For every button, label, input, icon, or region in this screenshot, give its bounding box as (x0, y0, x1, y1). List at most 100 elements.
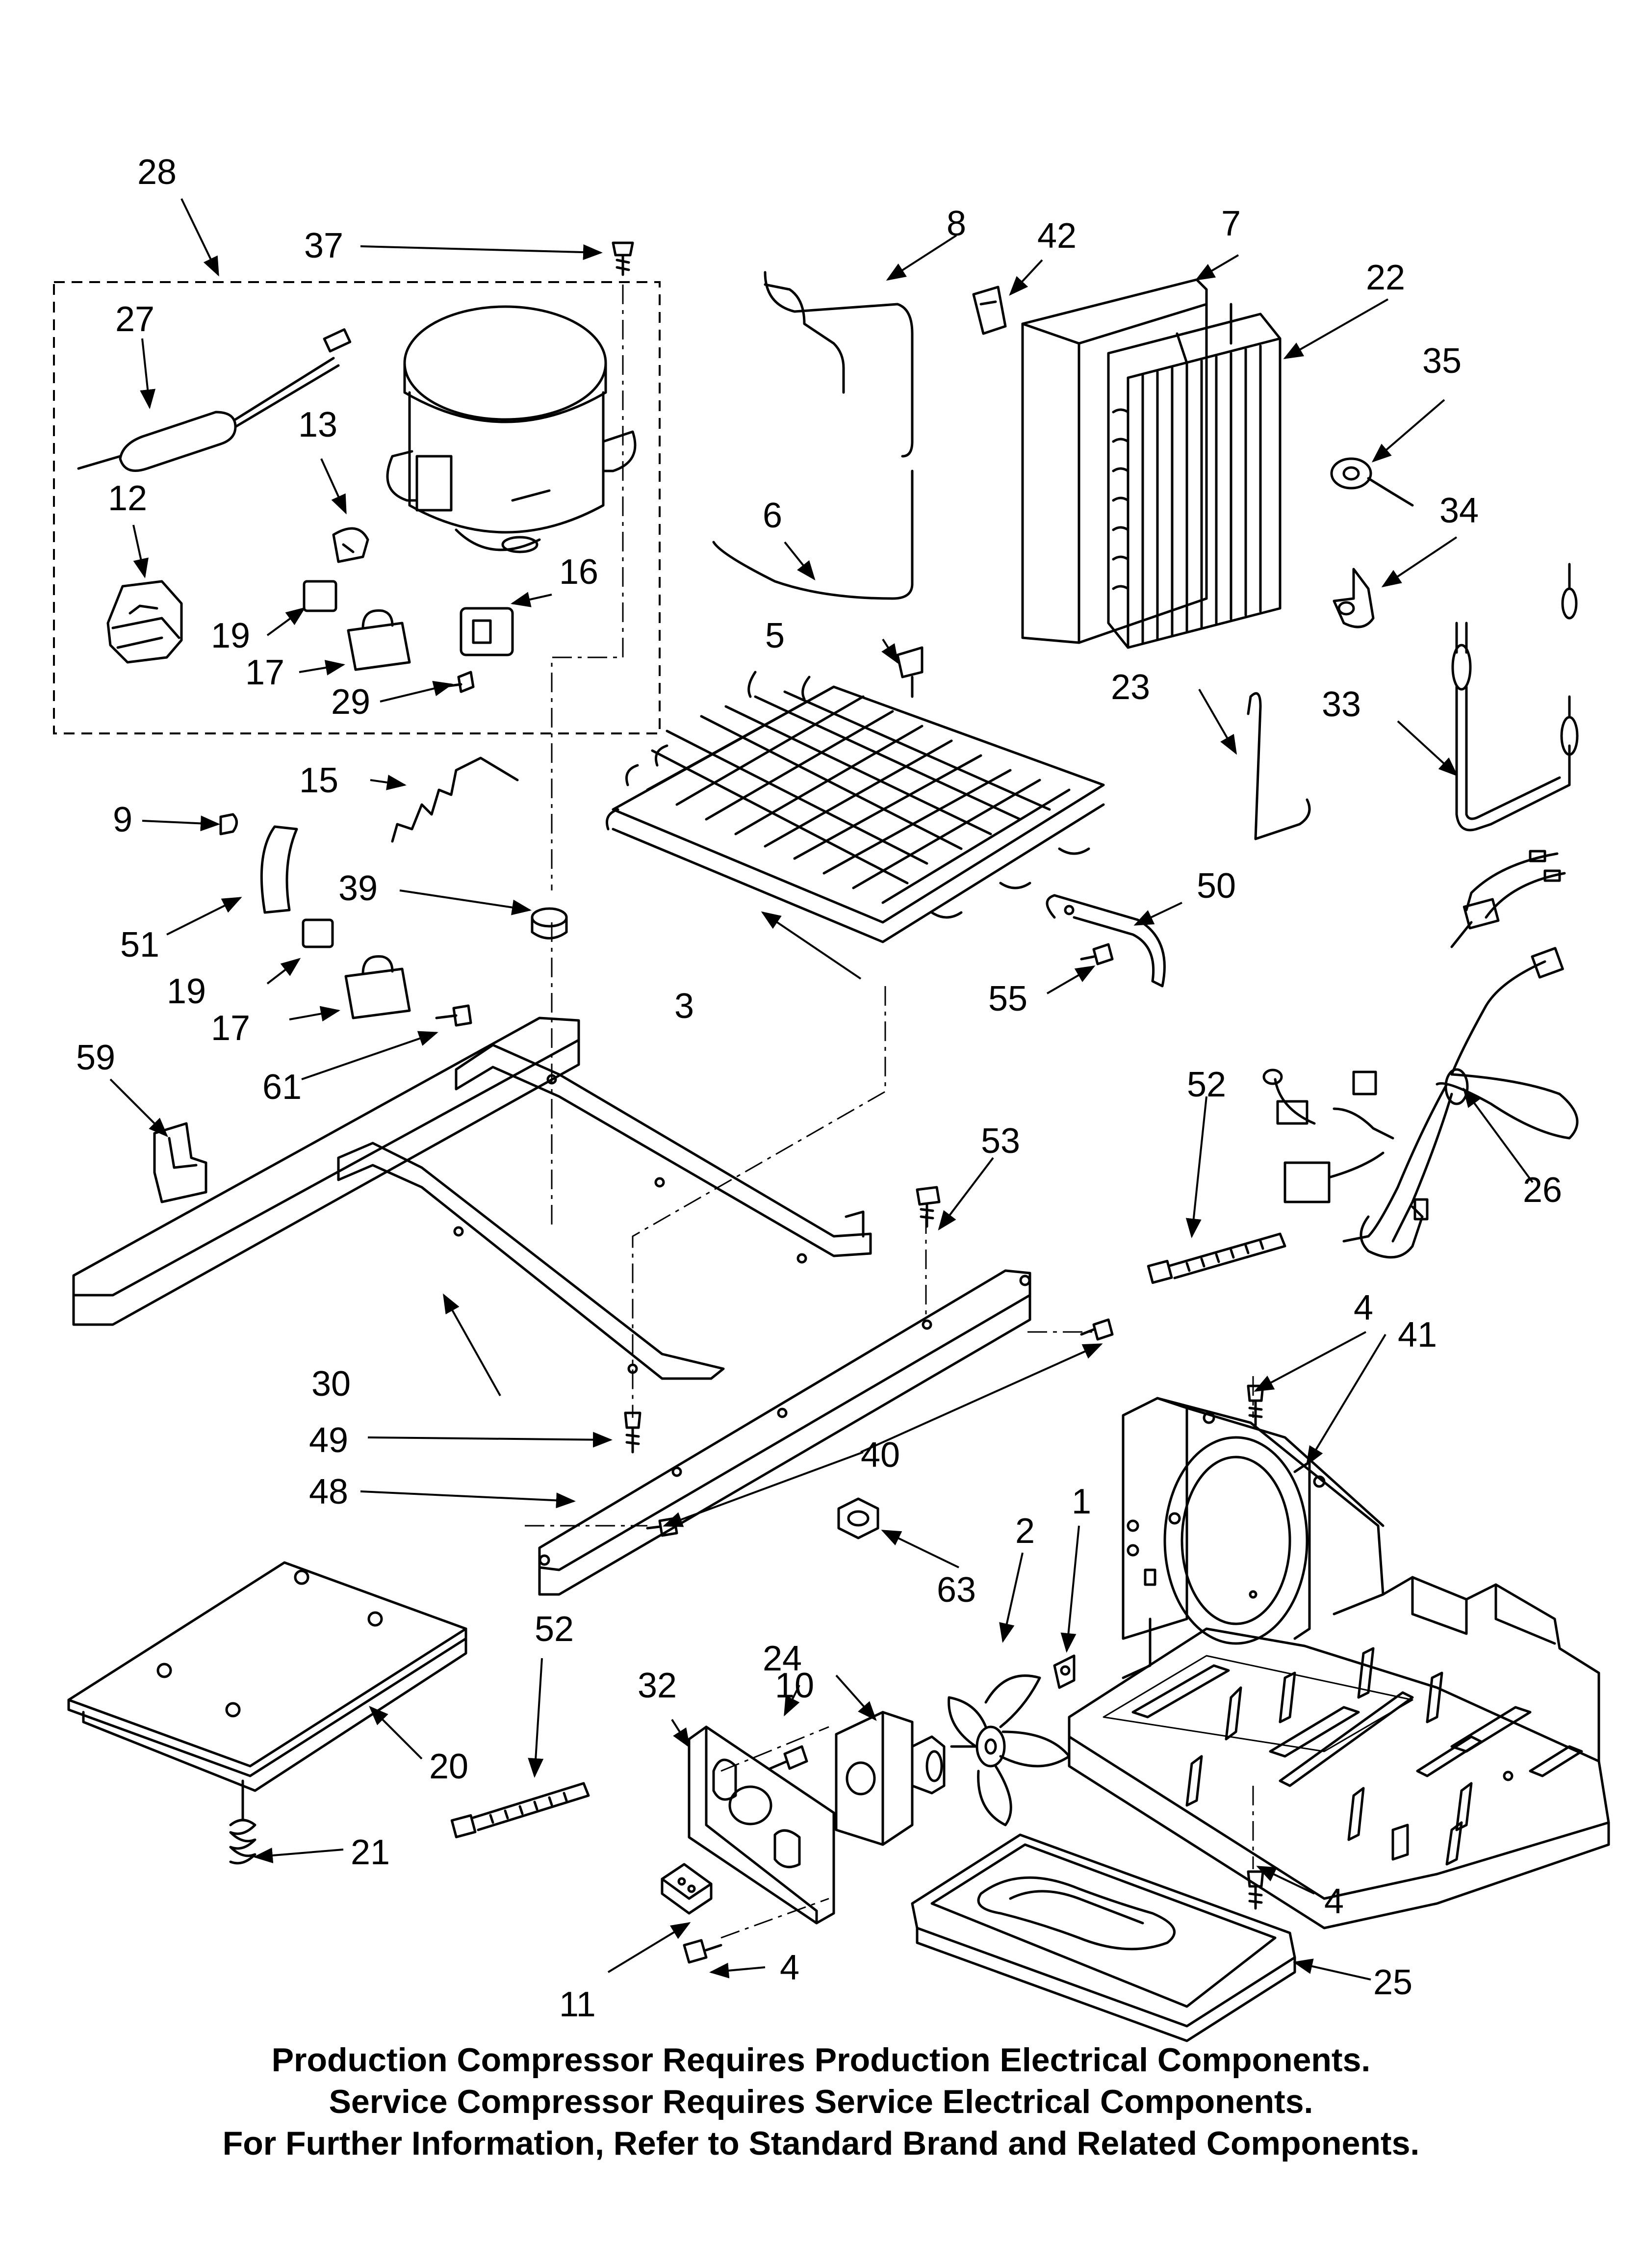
clip-5 (898, 648, 922, 697)
fan-blade-2 (949, 1676, 1069, 1825)
callout-24: 24 (763, 1639, 802, 1678)
clip-42 (974, 287, 1005, 334)
evaporator-housing-7 (1023, 280, 1206, 643)
plate-11 (662, 1864, 711, 1913)
callout-12: 12 (108, 479, 147, 518)
callout-21: 21 (351, 1833, 390, 1872)
callout-5: 5 (765, 616, 785, 655)
screw-4-top (1248, 1386, 1263, 1425)
callout-arrows (110, 199, 1533, 1980)
callout-33: 33 (1322, 685, 1361, 724)
thermistor-35 (1332, 459, 1412, 505)
clip-59 (154, 1123, 206, 1202)
spring-21 (231, 1781, 255, 1863)
screw-10 (770, 1747, 807, 1769)
callout-51: 51 (120, 925, 159, 965)
callout-4-bottom: 4 (780, 1948, 799, 1987)
callout-53: 53 (981, 1121, 1020, 1161)
callout-27: 27 (115, 300, 154, 339)
compartment-base (1069, 1577, 1609, 1928)
wire-15 (392, 758, 517, 841)
callout-11: 11 (559, 1985, 596, 2024)
fan-shroud-41 (1123, 1398, 1383, 1678)
fan-motor-24 (836, 1712, 944, 1845)
compressor (387, 307, 635, 552)
capacitor-17-bottom (346, 956, 410, 1018)
callout-32: 32 (638, 1666, 677, 1705)
callout-50: 50 (1197, 866, 1236, 906)
callout-52-bottom: 52 (535, 1610, 574, 1649)
callout-10: 10 (775, 1666, 814, 1705)
callout-3: 3 (674, 987, 694, 1026)
callout-26: 26 (1523, 1171, 1562, 1210)
screw-53 (917, 1187, 939, 1226)
cable-tie-52-bottom (452, 1783, 589, 1837)
callout-48: 48 (309, 1472, 348, 1512)
callout-41: 41 (1398, 1315, 1437, 1355)
cross-rail-48 (539, 1271, 1030, 1594)
callout-35: 35 (1422, 341, 1462, 381)
screw-4-bottom-right (1248, 1872, 1263, 1908)
cap-19-top (304, 581, 336, 611)
overload-16 (461, 608, 513, 655)
plug-9 (221, 814, 237, 834)
clip-13 (334, 528, 368, 562)
screw-4-bottom-left (684, 1940, 721, 1962)
callout-22: 22 (1366, 258, 1405, 297)
screw-49 (625, 1413, 640, 1452)
hook-23 (1248, 693, 1309, 839)
callout-17-top: 17 (245, 653, 284, 692)
cable-tie-52-top (1148, 1234, 1285, 1283)
callout-labels: 28 37 27 12 13 16 19 17 29 15 9 39 51 19… (76, 153, 1562, 2024)
callout-59: 59 (76, 1038, 115, 1077)
callout-2: 2 (1015, 1512, 1035, 1551)
bracket-50 (1047, 895, 1164, 986)
relay-12 (108, 581, 181, 662)
panel-20 (69, 1563, 466, 1791)
base-frame-30 (74, 1018, 871, 1379)
callout-42: 42 (1037, 216, 1077, 256)
callout-9: 9 (113, 800, 132, 839)
callout-7: 7 (1221, 204, 1241, 243)
tube-51 (261, 827, 297, 912)
drain-pan-25 (912, 1835, 1295, 2041)
callout-39: 39 (338, 869, 378, 908)
screw-29 (441, 672, 473, 692)
note-line-1: Production Compressor Requires Productio… (271, 2041, 1371, 2079)
note-line-2: Service Compressor Requires Service Elec… (329, 2083, 1313, 2120)
callout-37: 37 (304, 226, 343, 265)
screw-40-left (647, 1518, 677, 1536)
screw-55 (1081, 944, 1112, 964)
bracket-32 (689, 1727, 834, 1923)
callout-13: 13 (298, 405, 337, 444)
callout-28: 28 (137, 153, 177, 192)
note-line-3: For Further Information, Refer to Standa… (222, 2125, 1420, 2162)
tube-33 (1453, 564, 1577, 830)
cap-19-bottom (303, 920, 333, 947)
callout-63: 63 (937, 1570, 976, 1610)
callout-8: 8 (947, 204, 966, 243)
callout-16: 16 (559, 552, 598, 592)
callout-15: 15 (299, 761, 338, 800)
callout-25: 25 (1373, 1963, 1412, 2002)
tube-6 (714, 471, 912, 599)
callout-55: 55 (988, 979, 1027, 1018)
coil-22 (1108, 304, 1280, 648)
clip-34 (1334, 569, 1373, 627)
callout-30: 30 (311, 1364, 351, 1404)
callout-52-top: 52 (1187, 1065, 1226, 1104)
assembly-boundary (54, 282, 660, 733)
screw-61 (436, 1006, 471, 1025)
callout-6: 6 (763, 496, 782, 535)
parts-line-art (69, 243, 1609, 2041)
screw-37 (613, 243, 633, 275)
callout-29: 29 (331, 682, 370, 722)
callout-19-bottom: 19 (167, 972, 206, 1011)
grommet-39 (532, 909, 566, 938)
callout-34: 34 (1439, 491, 1479, 530)
callout-19-top: 19 (211, 616, 250, 655)
callout-49: 49 (309, 1421, 348, 1460)
callout-1: 1 (1072, 1482, 1091, 1521)
screw-40-right (1081, 1320, 1112, 1339)
